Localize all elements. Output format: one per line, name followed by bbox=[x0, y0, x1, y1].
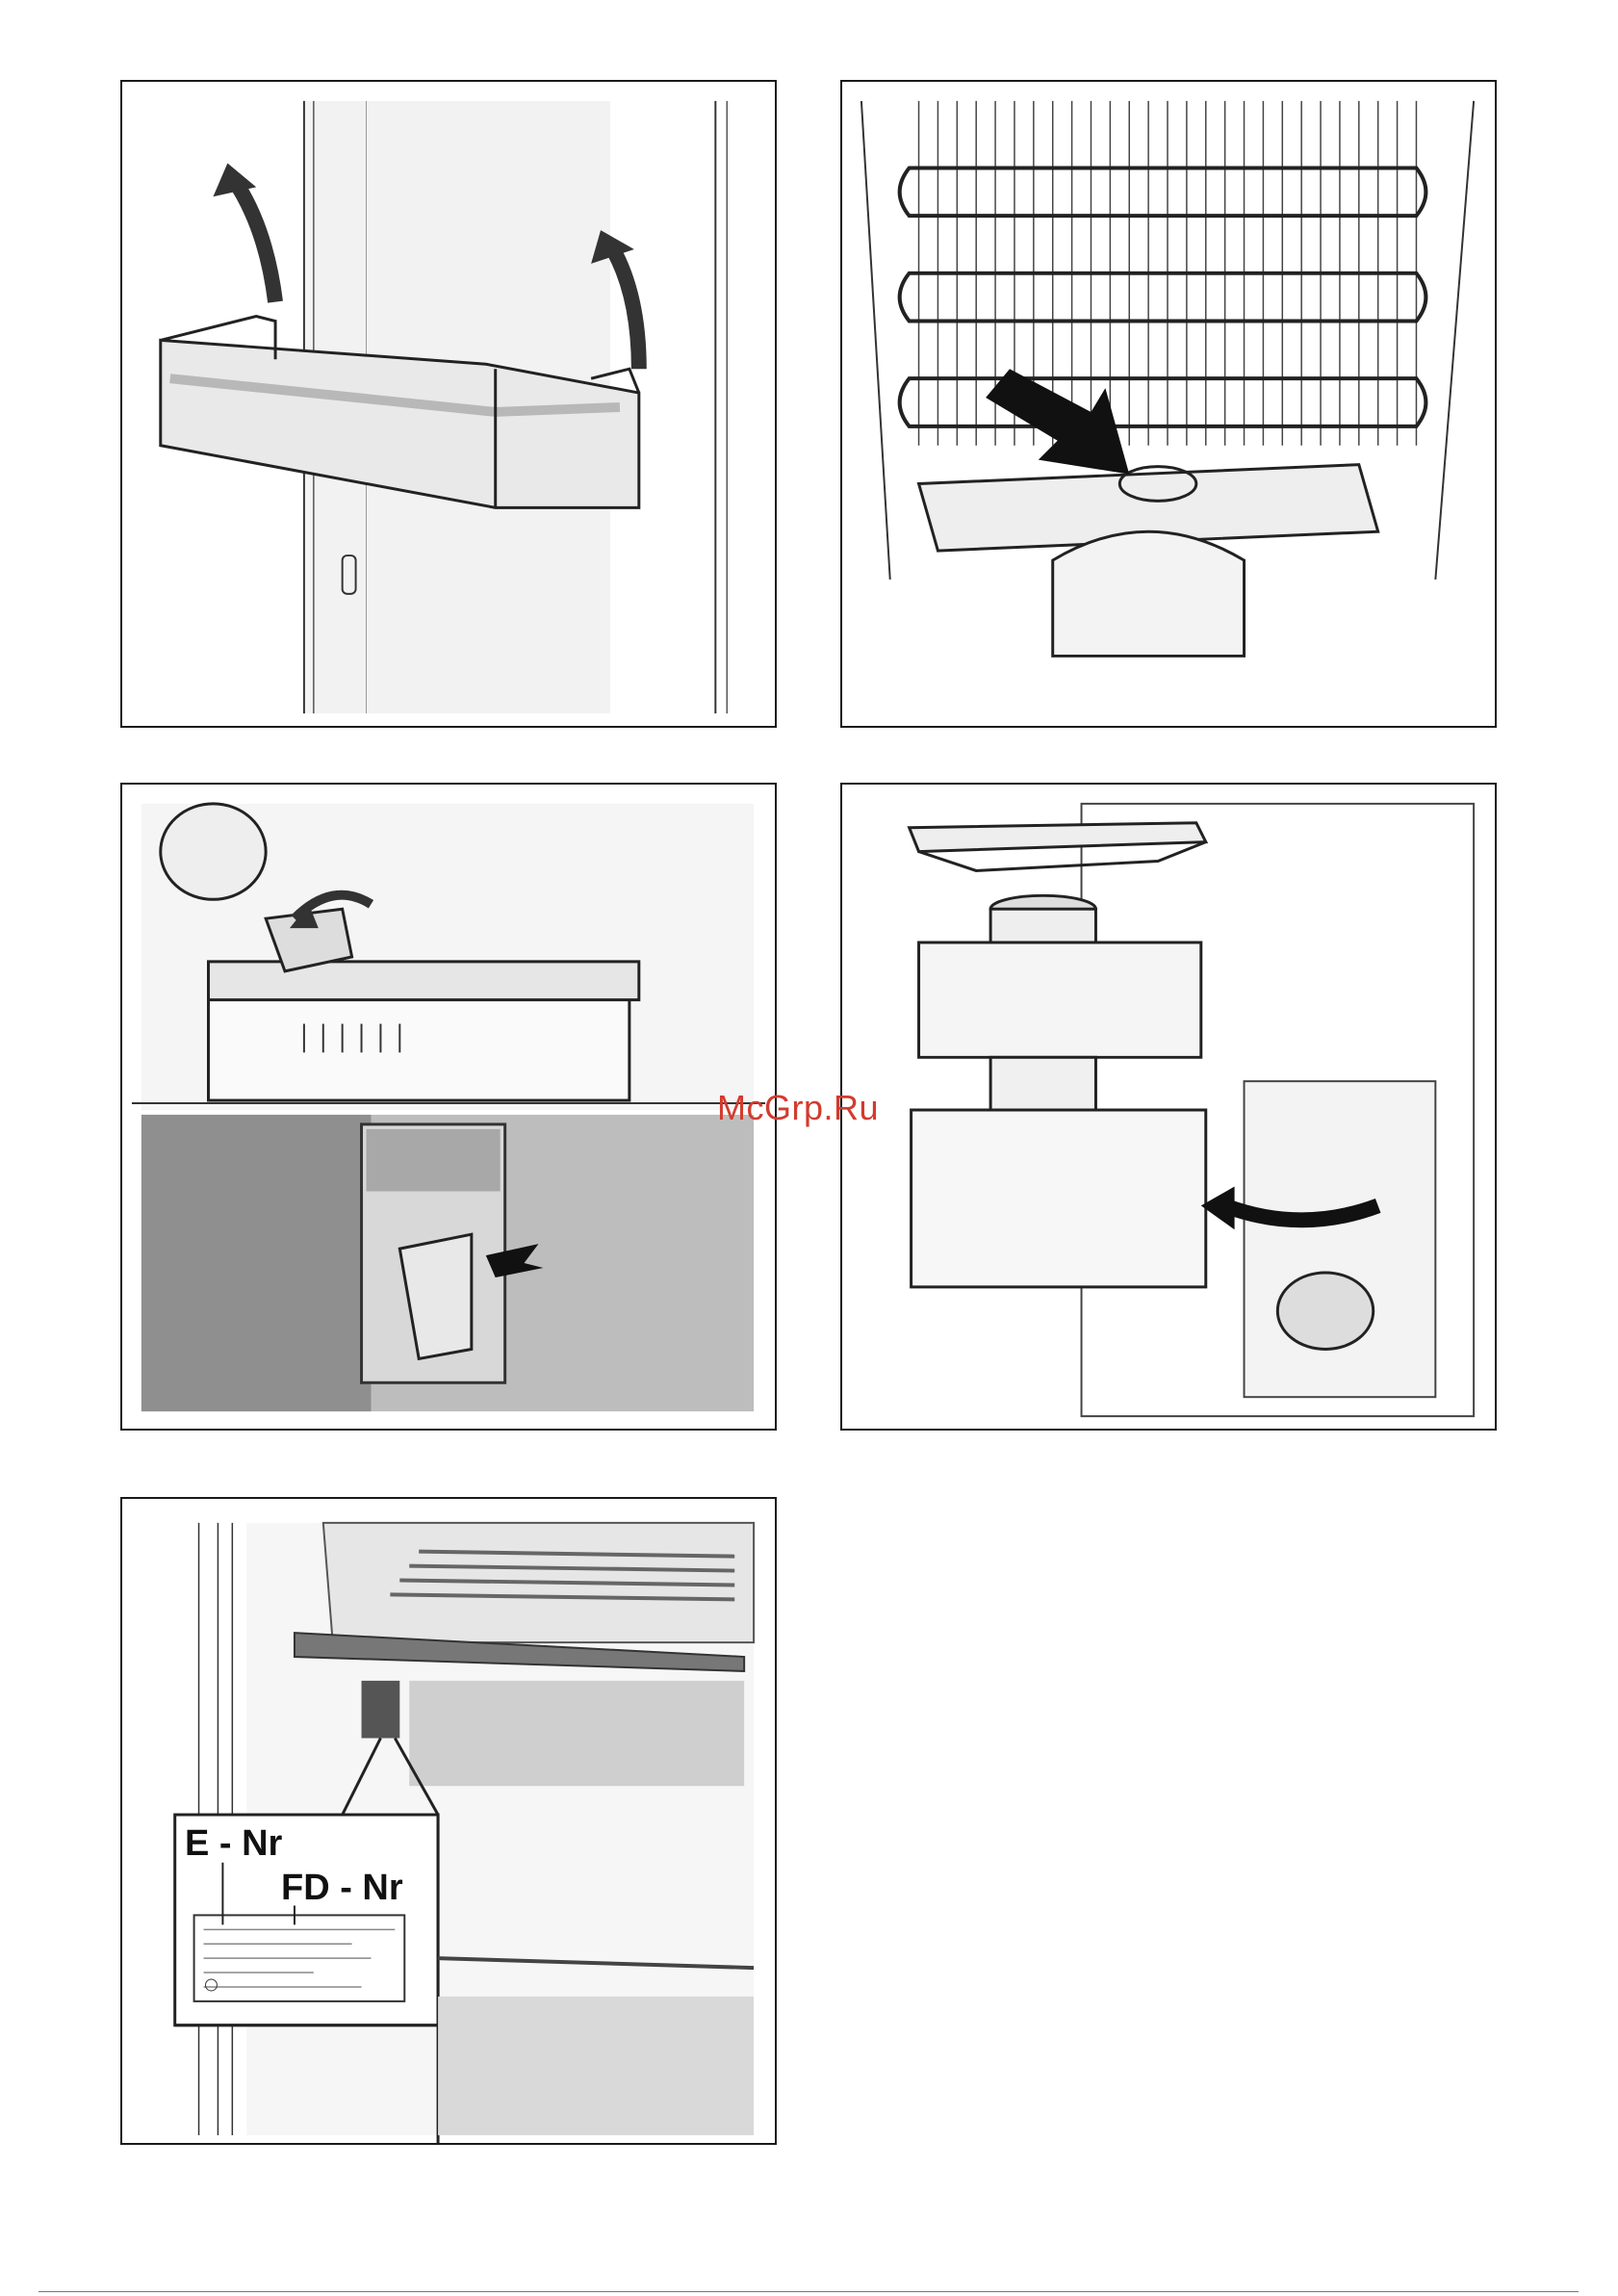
figure-compressor-tray bbox=[840, 80, 1497, 728]
figure-door-shelf bbox=[120, 80, 777, 728]
water-tank-dispenser-icon bbox=[122, 785, 775, 1429]
rating-plate-icon bbox=[122, 1499, 775, 2143]
door-shelf-removal-icon bbox=[122, 82, 775, 726]
watermark-text: McGrp.Ru bbox=[717, 1088, 879, 1128]
figure-rating-plate: E - Nr FD - Nr bbox=[120, 1497, 777, 2145]
figure-water-tank-filter bbox=[840, 783, 1497, 1431]
e-nr-label: E - Nr bbox=[185, 1823, 282, 1865]
compressor-evaporation-tray-icon bbox=[842, 82, 1495, 726]
figure-water-tank-dispenser bbox=[120, 783, 777, 1431]
page-bottom-rule bbox=[39, 2291, 1579, 2292]
water-tank-filter-icon bbox=[842, 785, 1495, 1429]
fd-nr-label: FD - Nr bbox=[281, 1868, 403, 1909]
